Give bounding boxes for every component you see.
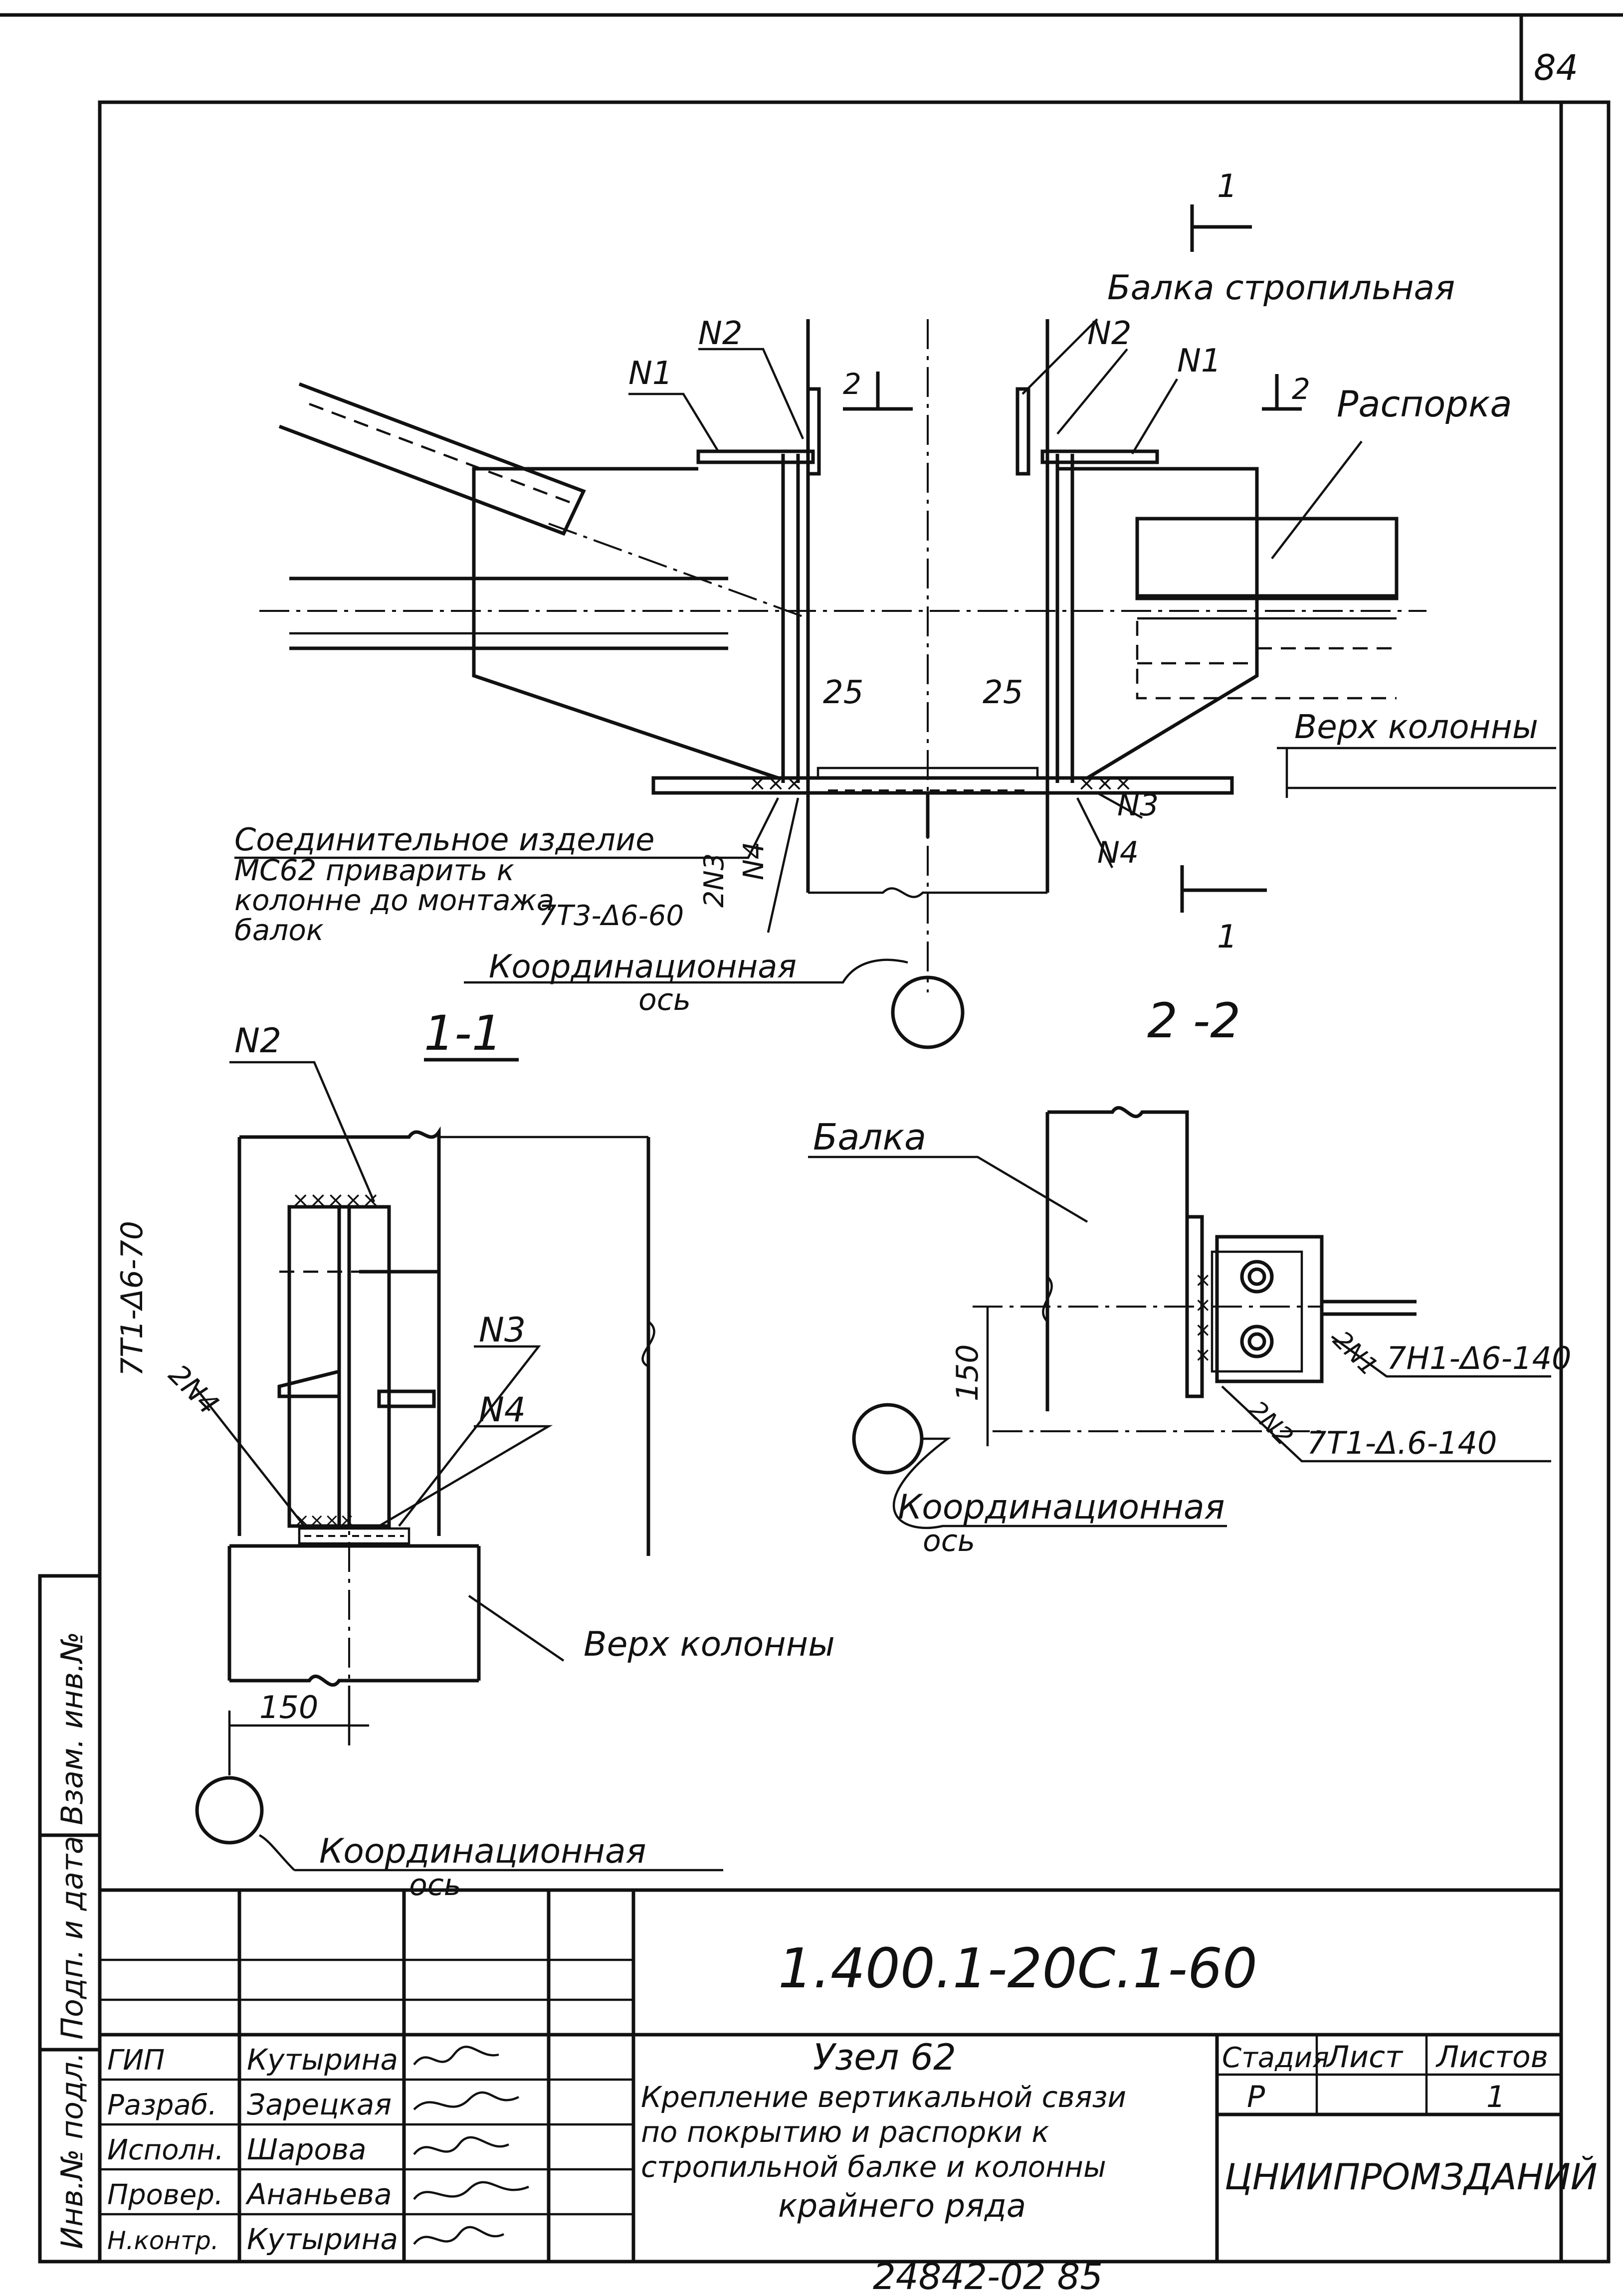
side-stamp — [38, 1574, 102, 2264]
dim-25-left: 25 — [823, 674, 863, 711]
sheet-number: 84 — [1534, 47, 1578, 88]
section-2-2-view: × × × × — [808, 1106, 1551, 1529]
s11-column-top: Верх колонны — [584, 1625, 835, 1664]
callout-n1-left: N1 — [628, 355, 673, 392]
svg-text:×××××: ××××× — [292, 1187, 380, 1212]
section-1-mark-bottom: 1 — [1217, 919, 1237, 956]
desc-line1: Крепление вертикальной связи — [641, 2080, 1126, 2114]
role-developer: Разраб. — [107, 2089, 217, 2121]
callout-n2-right: N2 — [1087, 315, 1132, 352]
weld-7t3: 7Т3-Δ6-60 — [539, 900, 684, 932]
sheets-header: Листов — [1435, 2040, 1548, 2075]
connector-note-line1: Соединительное изделие — [234, 821, 654, 858]
section-2-mark-left: 2 — [843, 367, 861, 401]
connector-note-line3: колонне до монтажа — [234, 883, 554, 917]
connector-note-line2: МС62 приварить к — [234, 853, 514, 887]
title-block — [100, 1888, 1561, 2262]
svg-text:×××: ××× — [748, 770, 804, 796]
svg-text:×: × — [1195, 1319, 1212, 1341]
coord-axis-label-main-2: ось — [638, 982, 691, 1017]
name-norm-control: Кутырина — [247, 2222, 398, 2256]
s22-coord-label-1: Координационная — [898, 1488, 1225, 1527]
role-checker: Провер. — [107, 2179, 223, 2211]
sheets-value: 1 — [1486, 2080, 1505, 2114]
s22-weld-2n2: 2N2 — [1243, 1395, 1299, 1451]
name-checker: Ананьева — [245, 2177, 392, 2211]
section-1-1-title: 1-1 — [424, 1005, 502, 1061]
bolt-group — [1240, 1260, 1274, 1358]
main-elevation-view: ××× ××× — [234, 204, 1556, 1049]
stage-header: Стадия — [1222, 2042, 1329, 2074]
sheet-frame — [0, 13, 1623, 2264]
bottom-code: 24842-02 85 — [873, 2256, 1103, 2296]
s22-dim-150: 150 — [950, 1344, 985, 1401]
s11-callout-n3: N3 — [479, 1311, 526, 1350]
strut — [1135, 517, 1399, 600]
name-developer: Зарецкая — [247, 2088, 392, 2121]
node-title: Узел 62 — [813, 2036, 956, 2078]
coordination-axis-marker — [891, 975, 965, 1049]
gusset-left — [472, 467, 779, 780]
svg-text:××××: ×××× — [294, 1510, 355, 1531]
callout-n1-right: N1 — [1177, 343, 1221, 380]
s22-weld-7t1: 7Т1-Δ.6-140 — [1307, 1425, 1497, 1461]
name-executor: Шарова — [247, 2132, 367, 2166]
label-beam-rafter: Балка стропильная — [1107, 268, 1455, 308]
role-norm-control: Н.контр. — [107, 2226, 219, 2255]
coord-axis-label-main-1: Координационная — [489, 949, 797, 985]
organization: ЦНИИПРОМЗДАНИЙ — [1224, 2156, 1598, 2198]
connector-note-line4: балок — [234, 913, 324, 947]
callout-n4-main-right: N4 — [1097, 835, 1139, 870]
callout-n4-main-left: N4 — [738, 841, 770, 880]
s11-dim-150: 150 — [259, 1689, 318, 1725]
signatures — [413, 2046, 529, 2245]
s22-weld-7h1: 7Н1-Δ6-140 — [1387, 1340, 1571, 1376]
svg-text:×: × — [1195, 1269, 1212, 1292]
weld-2n3: 2N3 — [698, 853, 730, 908]
stamp-replace-inv: Взам. инв.№ — [55, 1632, 90, 1825]
role-executor: Исполн. — [107, 2134, 224, 2166]
svg-text:×××: ××× — [1077, 770, 1133, 796]
stamp-sign-date: Подп. и дата — [55, 1836, 90, 2040]
section-2-mark-right: 2 — [1292, 372, 1310, 406]
gusset-right — [1057, 467, 1259, 779]
section-1-mark-top: 1 — [1217, 168, 1237, 205]
label-strut: Распорка — [1337, 383, 1512, 425]
desc-line4: крайнего ряда — [778, 2188, 1026, 2225]
s11-weld-vertical: 7Т1-Δ6-70 — [115, 1221, 150, 1376]
callout-n2-left: N2 — [698, 315, 743, 352]
dim-25-right: 25 — [983, 674, 1023, 711]
desc-line3: стропильной балке и колонны — [641, 2150, 1106, 2184]
doc-code: 1.400.1-20С.1-60 — [778, 1936, 1257, 2000]
s22-coord-label-2: ось — [923, 1524, 975, 1558]
desc-line2: по покрытию и распорки к — [641, 2115, 1049, 2149]
name-gip: Кутырина — [247, 2043, 398, 2077]
sheet-header: Лист — [1326, 2040, 1404, 2075]
s11-callout-n2: N2 — [234, 1021, 281, 1061]
stamp-inv-no: Инв.№ подл. — [55, 2052, 90, 2249]
section-2-2-title: 2 -2 — [1147, 993, 1240, 1049]
role-gip: ГИП — [107, 2044, 165, 2077]
label-column-top-main: Верх колонны — [1294, 708, 1538, 746]
callout-n3-main: N3 — [1117, 788, 1159, 823]
s11-coord-label-2: ось — [409, 1868, 461, 1903]
svg-text:×: × — [1195, 1294, 1212, 1317]
section-1-1-view: ××××× ×××× — [194, 1058, 723, 1872]
s22-beam-label: Балка — [813, 1116, 926, 1158]
stage-value: Р — [1247, 2080, 1265, 2114]
svg-text:×: × — [1195, 1343, 1212, 1366]
s22-weld-2n1: 2N1 — [1328, 1325, 1384, 1381]
s11-callout-n4: N4 — [479, 1390, 526, 1430]
s11-coord-label-1: Координационная — [319, 1832, 646, 1871]
